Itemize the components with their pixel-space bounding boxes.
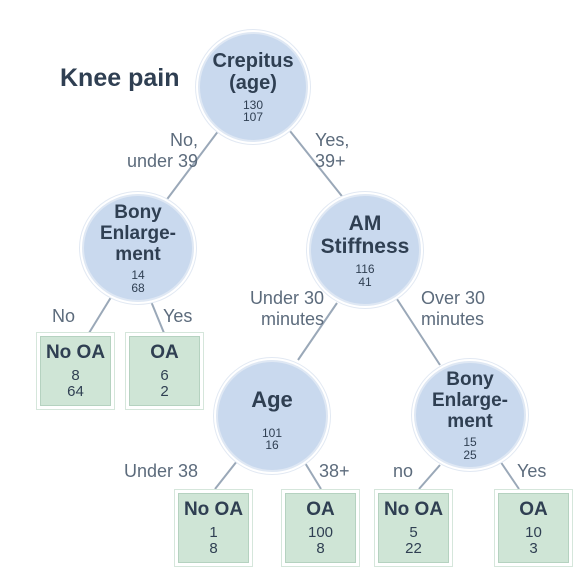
edge-label-yes-lower: Yes [517, 461, 547, 481]
leaf-oa-1: OA 6 2 [129, 336, 200, 406]
leaf-no-oa-2-counts: 1 8 [209, 525, 217, 557]
edge-am-stiffness-age [297, 302, 338, 361]
node-am-stiffness-count-2: 41 [358, 274, 372, 289]
node-bony-enlargement-left-name: Bony Enlarge- ment [99, 201, 177, 266]
node-bony-enlargement-left-count-2: 68 [131, 280, 145, 295]
leaf-no-oa-1: No OA 8 64 [40, 336, 111, 406]
leaf-oa-2-counts: 100 8 [308, 525, 333, 557]
leaf-no-oa-2-count-2: 8 [209, 539, 218, 557]
node-age-count-1: 101 [261, 425, 283, 440]
leaf-oa-3-counts: 10 3 [525, 525, 542, 557]
leaf-oa-2: OA 100 8 [285, 493, 356, 563]
leaf-no-oa-1-count-1: 8 [71, 366, 80, 384]
node-bony-enlargement-left-counts: 14 68 [131, 269, 144, 294]
leaf-oa-2-count-2: 8 [316, 539, 325, 557]
edge-age-leaf3 [214, 455, 242, 490]
leaf-oa-3-count-2: 3 [529, 539, 538, 557]
node-crepitus-count-2: 107 [242, 110, 264, 125]
edge-label-yes: Yes [163, 306, 193, 326]
leaf-no-oa-3: No OA 5 22 [378, 493, 449, 563]
leaf-no-oa-3-name: No OA [383, 499, 444, 520]
node-am-stiffness-name: AM Stiffness [320, 211, 410, 259]
edge-am-stiffness-bony2 [392, 292, 441, 366]
edge-bony2-leaf6 [497, 457, 520, 490]
node-bony-enlargement-left: Bony Enlarge- ment 14 68 [82, 194, 194, 302]
leaf-oa-1-counts: 6 2 [160, 368, 168, 400]
node-bony-enlargement-right-counts: 15 25 [463, 436, 476, 461]
node-bony-enlargement-left-count-1: 14 [131, 268, 145, 283]
leaf-no-oa-2-count-1: 1 [209, 523, 218, 541]
edge-crepitus-bony1 [164, 125, 223, 203]
edge-label-no-lower: no [393, 461, 414, 481]
leaf-no-oa-1-name: No OA [45, 342, 106, 363]
leaf-oa-2-name: OA [306, 499, 335, 520]
node-crepitus-count-1: 130 [242, 97, 264, 112]
node-crepitus-name: Crepitus (age) [212, 50, 294, 95]
node-bony-enlargement-right-name: Bony Enlarge- ment [431, 368, 509, 433]
node-am-stiffness: AM Stiffness 116 41 [309, 194, 421, 306]
edge-label-under-38: Under 38 [124, 461, 199, 481]
leaf-oa-1-name: OA [150, 342, 179, 363]
leaf-oa-3: OA 10 3 [498, 493, 569, 563]
node-age-counts: 101 16 [262, 427, 282, 452]
leaf-no-oa-3-count-1: 5 [409, 523, 418, 541]
leaf-oa-1-count-1: 6 [160, 366, 169, 384]
leaf-no-oa-1-counts: 8 64 [67, 368, 84, 400]
leaf-no-oa-3-counts: 5 22 [405, 525, 422, 557]
edge-label-under-30-minutes: Under 30 minutes [249, 288, 324, 330]
edge-crepitus-am-stiffness [285, 125, 346, 201]
leaf-no-oa-1-count-2: 64 [67, 382, 84, 400]
edge-label-38-plus: 38+ [319, 461, 350, 481]
node-crepitus: Crepitus (age) 130 107 [198, 32, 308, 142]
leaf-oa-1-count-2: 2 [160, 382, 169, 400]
edge-label-no: No [52, 306, 76, 326]
edge-label-yes-39-plus: Yes, 39+ [315, 130, 350, 172]
diagram-title: Knee pain [60, 64, 180, 92]
edge-label-no-under-39: No, under 39 [126, 130, 198, 172]
leaf-no-oa-3-count-2: 22 [405, 539, 422, 557]
leaf-oa-2-count-1: 100 [307, 523, 334, 541]
edge-bony2-leaf5 [418, 464, 441, 490]
edge-age-leaf4 [301, 457, 322, 490]
edge-bony1-leaf1 [88, 293, 114, 334]
node-bony-enlargement-right-count-1: 15 [463, 435, 477, 450]
leaf-oa-3-name: OA [519, 499, 548, 520]
leaf-no-oa-2-name: No OA [183, 499, 244, 520]
node-am-stiffness-counts: 116 41 [355, 263, 374, 288]
node-age-name: Age [251, 387, 293, 413]
edge-label-over-30-minutes: Over 30 minutes [421, 288, 486, 330]
leaf-no-oa-2: No OA 1 8 [178, 493, 249, 563]
node-age: Age 101 16 [216, 360, 328, 472]
node-am-stiffness-count-1: 116 [355, 261, 375, 276]
node-bony-enlargement-right-count-2: 25 [463, 447, 477, 462]
node-crepitus-counts: 130 107 [243, 99, 263, 124]
node-age-count-2: 16 [265, 438, 279, 453]
leaf-oa-3-count-1: 10 [525, 523, 542, 541]
node-bony-enlargement-right: Bony Enlarge- ment 15 25 [414, 361, 526, 469]
